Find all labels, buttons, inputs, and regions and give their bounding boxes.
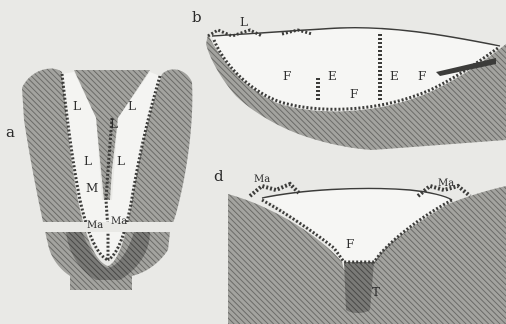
panel-a-label-l4: L: [117, 154, 125, 168]
panel-a-label-m: M: [86, 181, 98, 195]
panel-b-label-e1: E: [328, 69, 337, 83]
panel-d: d Ma Ma F T: [214, 167, 506, 324]
panel-a-label-ma1: Ma: [87, 220, 103, 231]
panel-b: b L F E F E F: [192, 8, 506, 150]
panel-a-letter: a: [6, 123, 15, 141]
panel-a-label-ma2: Ma: [111, 216, 127, 227]
panel-a-gap-band: [20, 222, 200, 232]
panel-a-label-l1: L: [73, 99, 81, 113]
panel-a-label-l5: L: [110, 117, 118, 131]
panel-a: a L L L L L M Ma Ma: [6, 69, 200, 290]
panel-a-label-l2: L: [128, 99, 136, 113]
panel-a-label-l3: L: [84, 154, 92, 168]
panel-d-label-ma2: Ma: [438, 178, 454, 189]
panel-d-label-ma1: Ma: [254, 174, 270, 185]
panel-d-label-t: T: [372, 285, 380, 299]
panel-b-label-f2: F: [350, 87, 358, 101]
panel-b-label-f3: F: [418, 69, 426, 83]
panel-b-label-e2: E: [390, 69, 399, 83]
panel-d-letter: d: [214, 167, 224, 185]
panel-d-trench-fill: [344, 262, 374, 313]
panel-b-label-l: L: [240, 15, 248, 29]
panel-b-letter: b: [192, 8, 202, 26]
panel-b-label-f1: F: [283, 69, 291, 83]
panel-d-label-f: F: [346, 237, 354, 251]
